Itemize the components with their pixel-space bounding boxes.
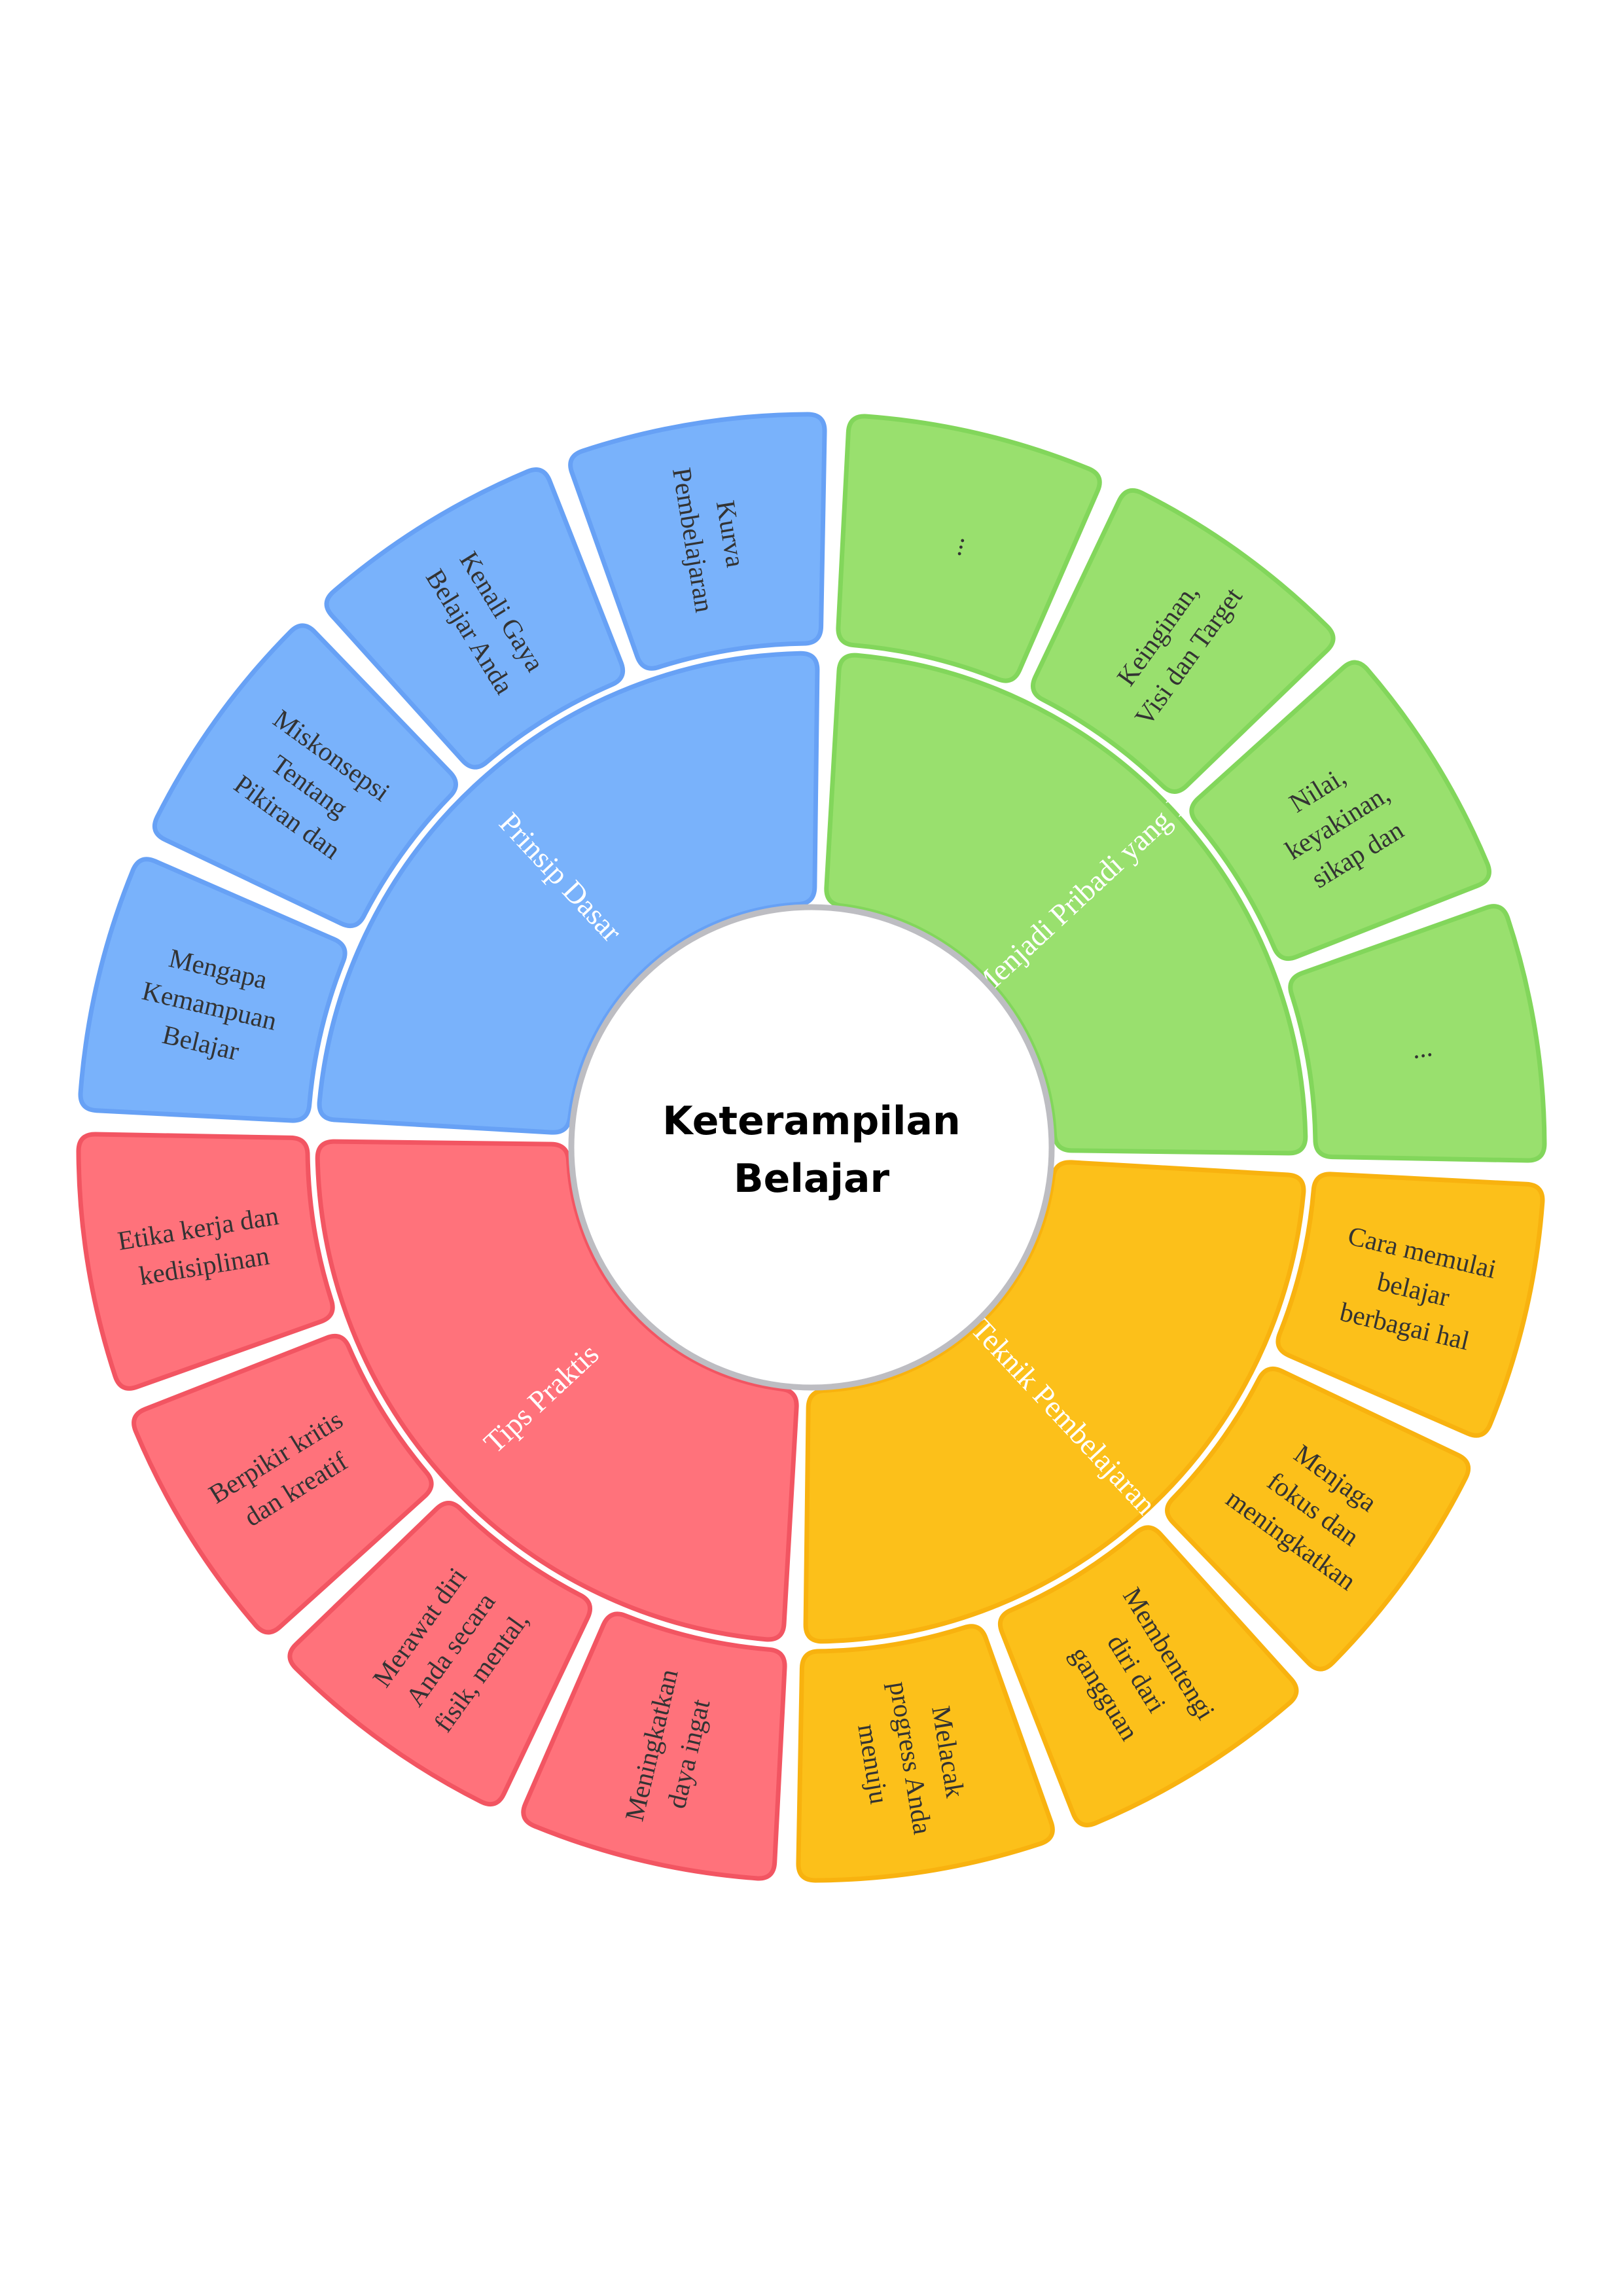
sector-2-item-1: ... <box>836 414 1102 683</box>
sector-4-item-4: Etika kerja dankedisiplinan <box>76 1132 335 1391</box>
sector-3-item-1: Cara memulaibelajarberbagai hal <box>1275 1172 1545 1438</box>
sector-4: Tips Praktis <box>315 1139 799 1642</box>
sector-4-item-4-shape <box>76 1132 335 1391</box>
sector-2-shape <box>824 653 1308 1156</box>
sector-4-item-1-shape <box>521 1611 787 1881</box>
sector-3-item-3-shape <box>997 1525 1299 1827</box>
sector-2-item-4-label-line: ... <box>1410 1031 1435 1064</box>
sector-3-item-3: Membentengidiri darigangguan <box>997 1525 1299 1827</box>
center-hub-circle <box>568 904 1055 1391</box>
sector-1-item-4-shape <box>568 412 827 671</box>
sector-1: Prinsip Dasar <box>317 651 820 1135</box>
sector-1-item-1-shape <box>78 857 348 1123</box>
sector-3-item-4-shape <box>796 1624 1055 1883</box>
sector-1-shape <box>317 651 820 1135</box>
center-hub: Keterampilan Belajar <box>568 904 1055 1391</box>
sector-4-item-3: Berpikir kritisdan kreatif <box>132 1333 434 1635</box>
sector-2-item-4-shape <box>1288 904 1547 1163</box>
sector-3-item-2-shape <box>1165 1367 1471 1672</box>
sector-1-item-4: KurvaPembelajaran <box>568 412 827 671</box>
sector-2-item-1-shape <box>836 414 1102 683</box>
sector-2-item-2-shape <box>1031 488 1336 794</box>
center-title-line-2: Belajar <box>734 1156 890 1202</box>
center-title-line-1: Keterampilan <box>662 1098 960 1144</box>
outer-ring: MengapaKemampuanBelajarMiskonsepsiTentan… <box>76 412 1547 1883</box>
sector-4-item-2-shape <box>287 1501 592 1807</box>
sector-4-shape <box>315 1139 799 1642</box>
sector-1-item-3: Kenali GayaBelajar Anda <box>324 467 626 770</box>
sector-3-item-4: Melacakprogress Andamenuju <box>796 1624 1055 1883</box>
sector-2-item-3: Nilai,keyakinan,sikap dan <box>1189 660 1491 961</box>
sector-3: Teknik Pembelajaran <box>803 1160 1306 1644</box>
sector-2-item-4-label: ... <box>1410 1031 1435 1064</box>
sector-4-item-2: Merawat diriAnda secarafisik, mental, <box>287 1501 592 1807</box>
sector-1-item-2: MiskonsepsiTentangPikiran dan <box>152 623 458 928</box>
sector-4-item-1: Meningkatkandaya ingat <box>521 1611 787 1881</box>
sector-1-item-1: MengapaKemampuanBelajar <box>78 857 348 1123</box>
sector-2-item-3-shape <box>1189 660 1491 961</box>
sector-2-item-2: Keinginan,Visi dan Target <box>1031 488 1336 794</box>
sector-2-item-4: ... <box>1288 904 1547 1163</box>
sector-1-item-2-shape <box>152 623 458 928</box>
sector-3-shape <box>803 1160 1306 1644</box>
sector-3-item-2: Menjagafokus danmeningkatkan <box>1165 1367 1471 1672</box>
sector-1-item-3-shape <box>324 467 626 770</box>
sector-3-item-1-shape <box>1275 1172 1545 1438</box>
sector-4-item-3-shape <box>132 1333 434 1635</box>
